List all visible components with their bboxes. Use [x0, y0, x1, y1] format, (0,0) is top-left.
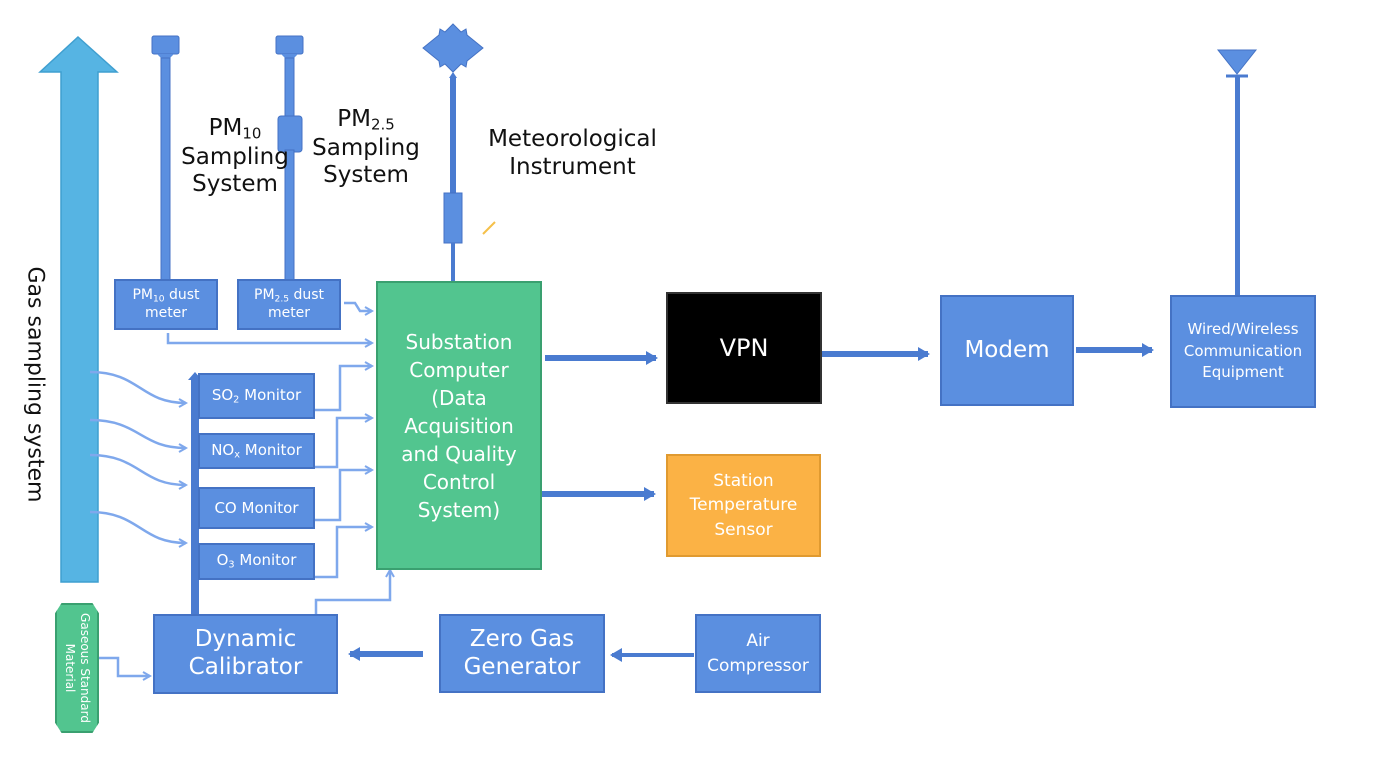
pm25-sampling-probe-icon	[275, 35, 304, 281]
zero-gas-generator-block[interactable]: Zero Gas Generator	[439, 614, 605, 693]
so2-monitor-block[interactable]: SO2 Monitor	[198, 373, 315, 419]
gaseous-standard-material-block[interactable]: Gaseous Standard Material	[55, 603, 99, 733]
gas-line-o3	[89, 510, 186, 543]
pm25-sampling-label: PM2.5 Sampling System	[312, 106, 420, 189]
co-monitor-block[interactable]: CO Monitor	[198, 487, 315, 529]
gas-line-co	[89, 453, 186, 485]
data-line-pm10	[166, 333, 372, 343]
data-line-so2	[315, 366, 372, 412]
data-line-co	[315, 470, 372, 522]
meteorological-instrument-label: Meteorological Instrument	[488, 126, 657, 180]
pm10-sampling-probe-icon	[151, 35, 180, 281]
gas-sampling-system-label: Gas sampling system	[22, 266, 48, 503]
gas-sampling-arrow	[38, 35, 119, 583]
data-line-pm25	[344, 301, 372, 311]
data-line-o3	[315, 527, 372, 579]
nox-monitor-block[interactable]: NOx Monitor	[198, 433, 315, 469]
o3-monitor-block[interactable]: O3 Monitor	[198, 543, 315, 580]
substation-computer-block[interactable]: Substation Computer (Data Acquisition an…	[376, 281, 542, 570]
monitor-data-lines	[98, 301, 390, 676]
gas-line-so2	[89, 370, 186, 403]
gas-line-standard	[98, 656, 150, 676]
data-line-calibrator	[314, 570, 390, 614]
meteorological-instrument-icon	[422, 23, 496, 283]
dynamic-calibrator-block[interactable]: Dynamic Calibrator	[153, 614, 338, 694]
gas-line-nox	[89, 418, 186, 448]
air-compressor-block[interactable]: Air Compressor	[695, 614, 821, 693]
antenna-icon	[1216, 49, 1258, 301]
communication-equipment-block[interactable]: Wired/Wireless Communication Equipment	[1170, 295, 1316, 408]
pm10-sampling-label: PM10 Sampling System	[181, 115, 289, 198]
vpn-block[interactable]: VPN	[666, 292, 822, 404]
station-temperature-sensor-block[interactable]: Station Temperature Sensor	[666, 454, 821, 557]
pm25-dust-meter-block[interactable]: PM2.5 dust meter	[237, 279, 341, 330]
modem-block[interactable]: Modem	[940, 295, 1074, 406]
data-line-nox	[315, 418, 372, 469]
gas-sample-lines	[89, 370, 186, 543]
calibrator-manifold-link	[191, 600, 199, 616]
main-data-links	[348, 343, 1154, 662]
pm10-dust-meter-block[interactable]: PM10 dust meter	[114, 279, 218, 330]
